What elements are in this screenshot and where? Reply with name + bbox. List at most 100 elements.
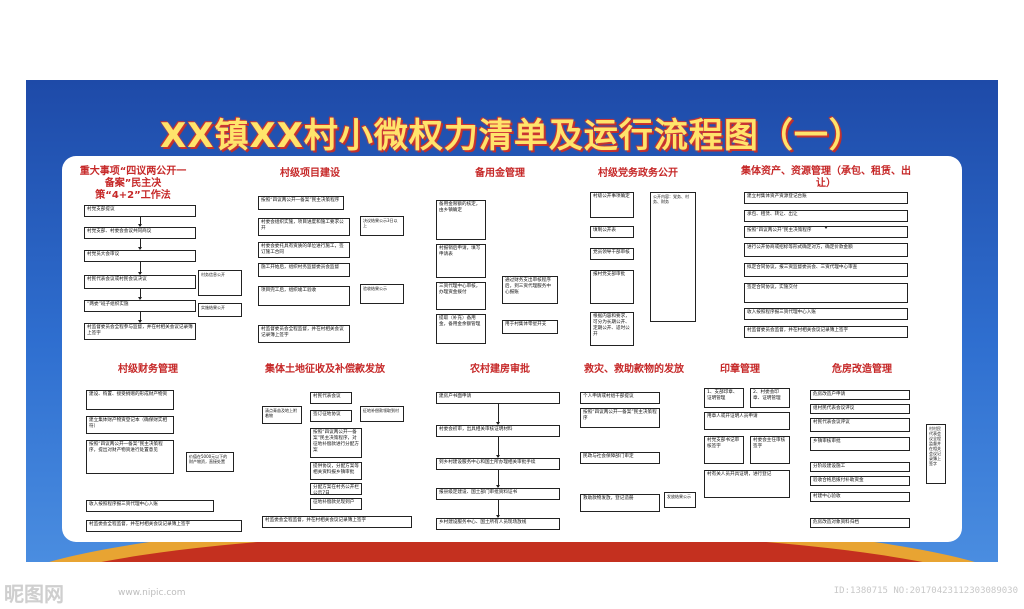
flow-step: 项目完工后，组织竣工验收	[258, 286, 350, 306]
flow-step: 民政与社会保障部门审定	[580, 452, 660, 464]
arrow-icon	[138, 239, 142, 250]
flow-step: 村委会组织实施，项目进度和施工要求公开	[258, 218, 350, 236]
flow-step: 签定合同协议，实施交付	[744, 283, 908, 303]
section-title-finance: 村级财务管理	[118, 364, 178, 375]
flow-step: 建房户书面申请	[436, 392, 560, 404]
flow-step: 施工开始后，组织村务监督委员会监督	[258, 263, 350, 277]
flow-step: 村委会主任审核签字	[750, 436, 790, 464]
flow-note: 决议结果公示3日以上	[360, 216, 404, 236]
flow-step: 村民代表会议或村民会议决议	[84, 275, 196, 289]
section-title-assets: 集体资产、资源管理（承包、租赁、出让）	[741, 166, 911, 189]
flow-step: 危房改造户申请	[810, 390, 910, 400]
flow-step: 验收合格后拨付补助资金	[810, 476, 910, 486]
flow-step: “两委”班子组织实施	[84, 300, 196, 312]
flow-step: 村监委会全程监督，并在村相关会议记录簿上签字	[86, 520, 242, 532]
flow-step: 提取（补充）备用金，备用金余额管理	[436, 314, 486, 344]
flow-step: 村建中心验收	[810, 492, 910, 502]
flow-step: 签订征地协议	[310, 410, 352, 422]
flow-step: 分阶段建设施工	[810, 462, 910, 472]
watermark-id: ID:1380715 NO:20170423112303089030	[833, 586, 1018, 596]
flow-step: 提供协议，分配方案等相关资料报乡镇审批	[310, 462, 362, 480]
flow-note: 实施结果公开	[198, 303, 242, 317]
flow-step: 组村民代表会议评议	[810, 404, 910, 414]
arrow-icon	[496, 470, 500, 488]
flow-step: 报县级定建设、国土部门审批资料证书	[436, 488, 560, 500]
arrow-icon	[138, 217, 142, 227]
flow-note: 价值在5000元以下的财产物资，直接处置	[186, 452, 234, 472]
flow-step: 拟定合同协议，报三资监督委员会、三资代理中心审查	[744, 263, 908, 277]
section-title-danger: 危房改造管理	[832, 364, 892, 375]
arrow-icon	[496, 404, 500, 425]
flow-step: 救助款物发放，登记造册	[580, 494, 660, 512]
flow-step: 根据内容和要求，可分为长期公开、定期公开、适时公开	[590, 312, 634, 346]
flow-step: 到乡村建设服务中心和国土所办理相关审批手续	[436, 458, 560, 470]
flow-step: 村党支部书记审核签字	[704, 436, 744, 464]
arrow-icon	[138, 312, 142, 323]
flow-step: 危房改造对象资料归档	[810, 518, 910, 528]
flow-note: 公开内容：党务、村务、财务	[650, 192, 696, 322]
flow-step: 村民代表会议评议	[810, 418, 910, 432]
flow-step: 填制公开表	[590, 226, 634, 238]
flow-step: 用章人或开证明人员申请	[704, 412, 790, 430]
flow-step: 征地补偿款兑现到户	[310, 498, 362, 510]
flow-step: 2、村委会印章、证明管理	[750, 388, 790, 408]
flow-step: 按照“四议两公开一备案”民主决策程序，对征地补偿款进行分配方案	[310, 428, 362, 458]
flow-step: 村党员大会审议	[84, 250, 196, 262]
section-title-reserve: 备用金管理	[475, 168, 525, 179]
flow-step: 建立集体财产物资登记本（确保财实相符）	[86, 416, 174, 434]
flow-step: 进行公开协商或招标等形式确定对方，确定价款金额	[744, 243, 908, 257]
flow-step: 村报销后申请，填写申请表	[436, 244, 486, 278]
section-title-seal: 印章管理	[720, 364, 760, 375]
flow-note: 清点青苗及地上附着物	[262, 406, 302, 424]
flow-note: 通过财务支出审核程序后，到三资代理服务中心报账	[502, 276, 558, 304]
flow-step: 乡镇审核审批	[810, 437, 910, 451]
arrow-icon	[138, 262, 142, 275]
watermark-logo: 昵图网	[4, 582, 64, 606]
section-title-major: 重大事项“四议两公开一备案”民主决策“4+2”工作法	[79, 166, 187, 201]
flow-step: 三资代理中心审核，办理资金拨付	[436, 282, 486, 310]
flow-step: 村党支部、村委会会议共同商议	[84, 227, 196, 239]
flow-step: 建立村集体资产资源登记台账	[744, 192, 908, 204]
flow-step: 村监督委员会全程参与监督，并在村相关会议记录簿上签字	[84, 323, 196, 340]
flow-step: 按照“四议两公开一备案”民主决策程序	[580, 408, 660, 428]
flow-step: 用于村集体零星开支	[502, 320, 558, 334]
flow-step: 村党支部提议	[84, 205, 196, 217]
flow-step: 村有关人员开具证明，进行登记	[704, 470, 790, 498]
flow-step: 建设、购置、接受捐赠的形成财产物资	[86, 390, 174, 410]
flow-step: 乡村建设服务中心、国土所有人员现场放线	[436, 518, 560, 530]
arrow-icon	[138, 289, 142, 300]
flow-step: 村民代表会议	[310, 392, 352, 404]
board-background: XX镇XX村小微权力清单及运行流程图（一）	[26, 80, 998, 562]
flow-step: 备用金限额的核定，由乡镇确定	[436, 200, 486, 240]
flow-note: 村村民代表会议全程监督并在相关会议记录簿上签字	[926, 424, 946, 484]
section-title-land: 集体土地征收及补偿款发放	[265, 364, 385, 375]
section-title-project: 村级项目建设	[280, 168, 340, 179]
section-title-party: 村级党务政务公开	[598, 168, 678, 179]
flow-step: 村级公开事项确定	[590, 192, 634, 218]
page-title: XX镇XX村小微权力清单及运行流程图（一）	[160, 116, 864, 156]
arrow-icon	[496, 500, 500, 518]
flow-step: 1、支部印章、证明管理	[704, 388, 744, 408]
flow-step: 村监督委员会监督，并在村相关会议记录簿上签字	[744, 326, 908, 338]
flow-step: 收入按照程序报三资代理中心入账	[744, 308, 908, 320]
flow-step: 村委会初审，出具相关审核证明材料	[436, 425, 560, 437]
flow-note: 征地补偿款领取到村	[360, 406, 404, 422]
flow-step: 党员领导干部审核	[590, 248, 634, 260]
flow-step: 个人申请或村组干部提议	[580, 392, 660, 404]
flow-note: 发放结果公示	[664, 492, 696, 508]
flow-step: 按照“四议两公开一备案”民主决策程序	[258, 196, 344, 210]
flow-step: 村委会委托具有资质的单位进行施工，签订施工合同	[258, 242, 350, 258]
arrow-icon	[496, 437, 500, 458]
flow-step: 承包、租赁、转让、出让	[744, 210, 908, 222]
flow-step: 村监委会全程监督，并在村相关会议记录簿上签字	[262, 516, 412, 528]
section-title-relief: 救灾、救助款物的发放	[584, 364, 684, 375]
watermark-url: www.nipic.com	[118, 588, 186, 598]
section-title-housing: 农村建房审批	[470, 364, 530, 375]
flow-note: 村务信息公开	[198, 270, 242, 296]
flow-step: 报村党支部审批	[590, 270, 634, 304]
flow-step: 村监督委员会全程监督，并在村相关会议记录簿上签字	[258, 325, 350, 343]
flow-step: 分配方案在村务公开栏公示7日	[310, 483, 362, 495]
flow-step: 按照“四议两公开一备案”民主决策程序，提出对财产物资进行处置意见	[86, 440, 174, 474]
flow-step: 收入按照程序报三资代理中心入账	[86, 500, 214, 512]
flow-note: 验收结果公示	[360, 284, 404, 304]
